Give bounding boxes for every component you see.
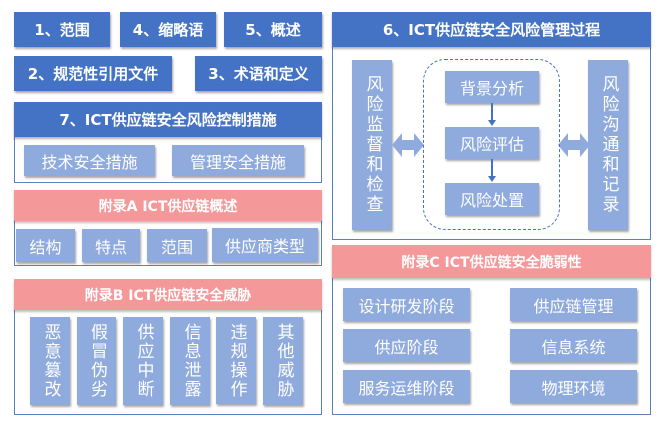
appendix-c-header[interactable]: 附录C ICT供应链安全脆弱性	[332, 245, 651, 278]
management-security-measures[interactable]: 管理安全措施	[172, 145, 304, 176]
section-4-abbreviations-button[interactable]: 4、缩略语	[120, 12, 216, 47]
double-arrow-icon	[558, 133, 590, 157]
process-risk-treatment[interactable]: 风险处置	[445, 183, 539, 215]
threat-label: 假冒伪劣	[87, 323, 107, 399]
technical-security-measures[interactable]: 技术安全措施	[24, 145, 155, 176]
vulnerability-supply-chain-management[interactable]: 供应链管理	[510, 288, 637, 321]
section-6-header[interactable]: 6、ICT供应链安全风险管理过程	[332, 12, 651, 47]
threat-other[interactable]: 其他威胁	[263, 317, 303, 405]
process-context-analysis[interactable]: 背景分析	[445, 71, 539, 103]
vulnerability-information-system[interactable]: 信息系统	[510, 329, 637, 362]
appendix-a-header[interactable]: 附录A ICT供应链概述	[14, 190, 322, 221]
arrow-down-icon	[488, 176, 496, 182]
risk-communication-label: 风险沟通和记录	[598, 75, 619, 215]
section-2-normative-references-button[interactable]: 2、规范性引用文件	[14, 56, 172, 91]
section-1-scope-button[interactable]: 1、范围	[14, 12, 110, 47]
section-7-header[interactable]: 7、ICT供应链安全风险控制措施	[14, 102, 322, 137]
vulnerability-service-operation[interactable]: 服务运维阶段	[343, 370, 470, 403]
appendix-a-item-scope[interactable]: 范围	[147, 229, 207, 262]
double-arrow-icon	[392, 133, 424, 157]
flow-arrow-line	[491, 103, 493, 121]
vulnerability-design-development[interactable]: 设计研发阶段	[343, 288, 470, 321]
vulnerability-supply-stage[interactable]: 供应阶段	[343, 329, 470, 362]
threat-label: 供应中断	[133, 323, 154, 399]
process-risk-assessment[interactable]: 风险评估	[445, 127, 539, 159]
risk-monitoring-review[interactable]: 风险监督和检查	[352, 60, 392, 230]
risk-communication-record[interactable]: 风险沟通和记录	[588, 60, 628, 230]
risk-process-group	[423, 59, 560, 230]
appendix-a-item-structure[interactable]: 结构	[16, 229, 75, 262]
appendix-b-header[interactable]: 附录B ICT供应链安全威胁	[14, 279, 322, 310]
appendix-a-item-supplier-types[interactable]: 供应商类型	[212, 228, 318, 262]
section-3-terms-definitions-button[interactable]: 3、术语和定义	[195, 56, 322, 91]
threat-malicious-tampering[interactable]: 恶意篡改	[30, 317, 70, 405]
threat-label: 其他威胁	[273, 323, 294, 399]
arrow-down-icon	[488, 120, 496, 126]
threat-label: 违规操作	[226, 322, 247, 399]
threat-illegal-operation[interactable]: 违规操作	[216, 317, 256, 404]
vulnerability-physical-environment[interactable]: 物理环境	[510, 370, 637, 403]
section-5-overview-button[interactable]: 5、概述	[224, 12, 322, 47]
flow-arrow-line	[491, 159, 493, 177]
appendix-a-item-features[interactable]: 特点	[82, 229, 140, 262]
threat-information-leakage[interactable]: 信息泄露	[170, 317, 210, 405]
threat-counterfeit[interactable]: 假冒伪劣	[77, 317, 116, 405]
risk-monitoring-label: 风险监督和检查	[362, 75, 383, 215]
threat-label: 恶意篡改	[40, 323, 61, 399]
threat-supply-interruption[interactable]: 供应中断	[123, 317, 163, 405]
threat-label: 信息泄露	[180, 323, 201, 399]
